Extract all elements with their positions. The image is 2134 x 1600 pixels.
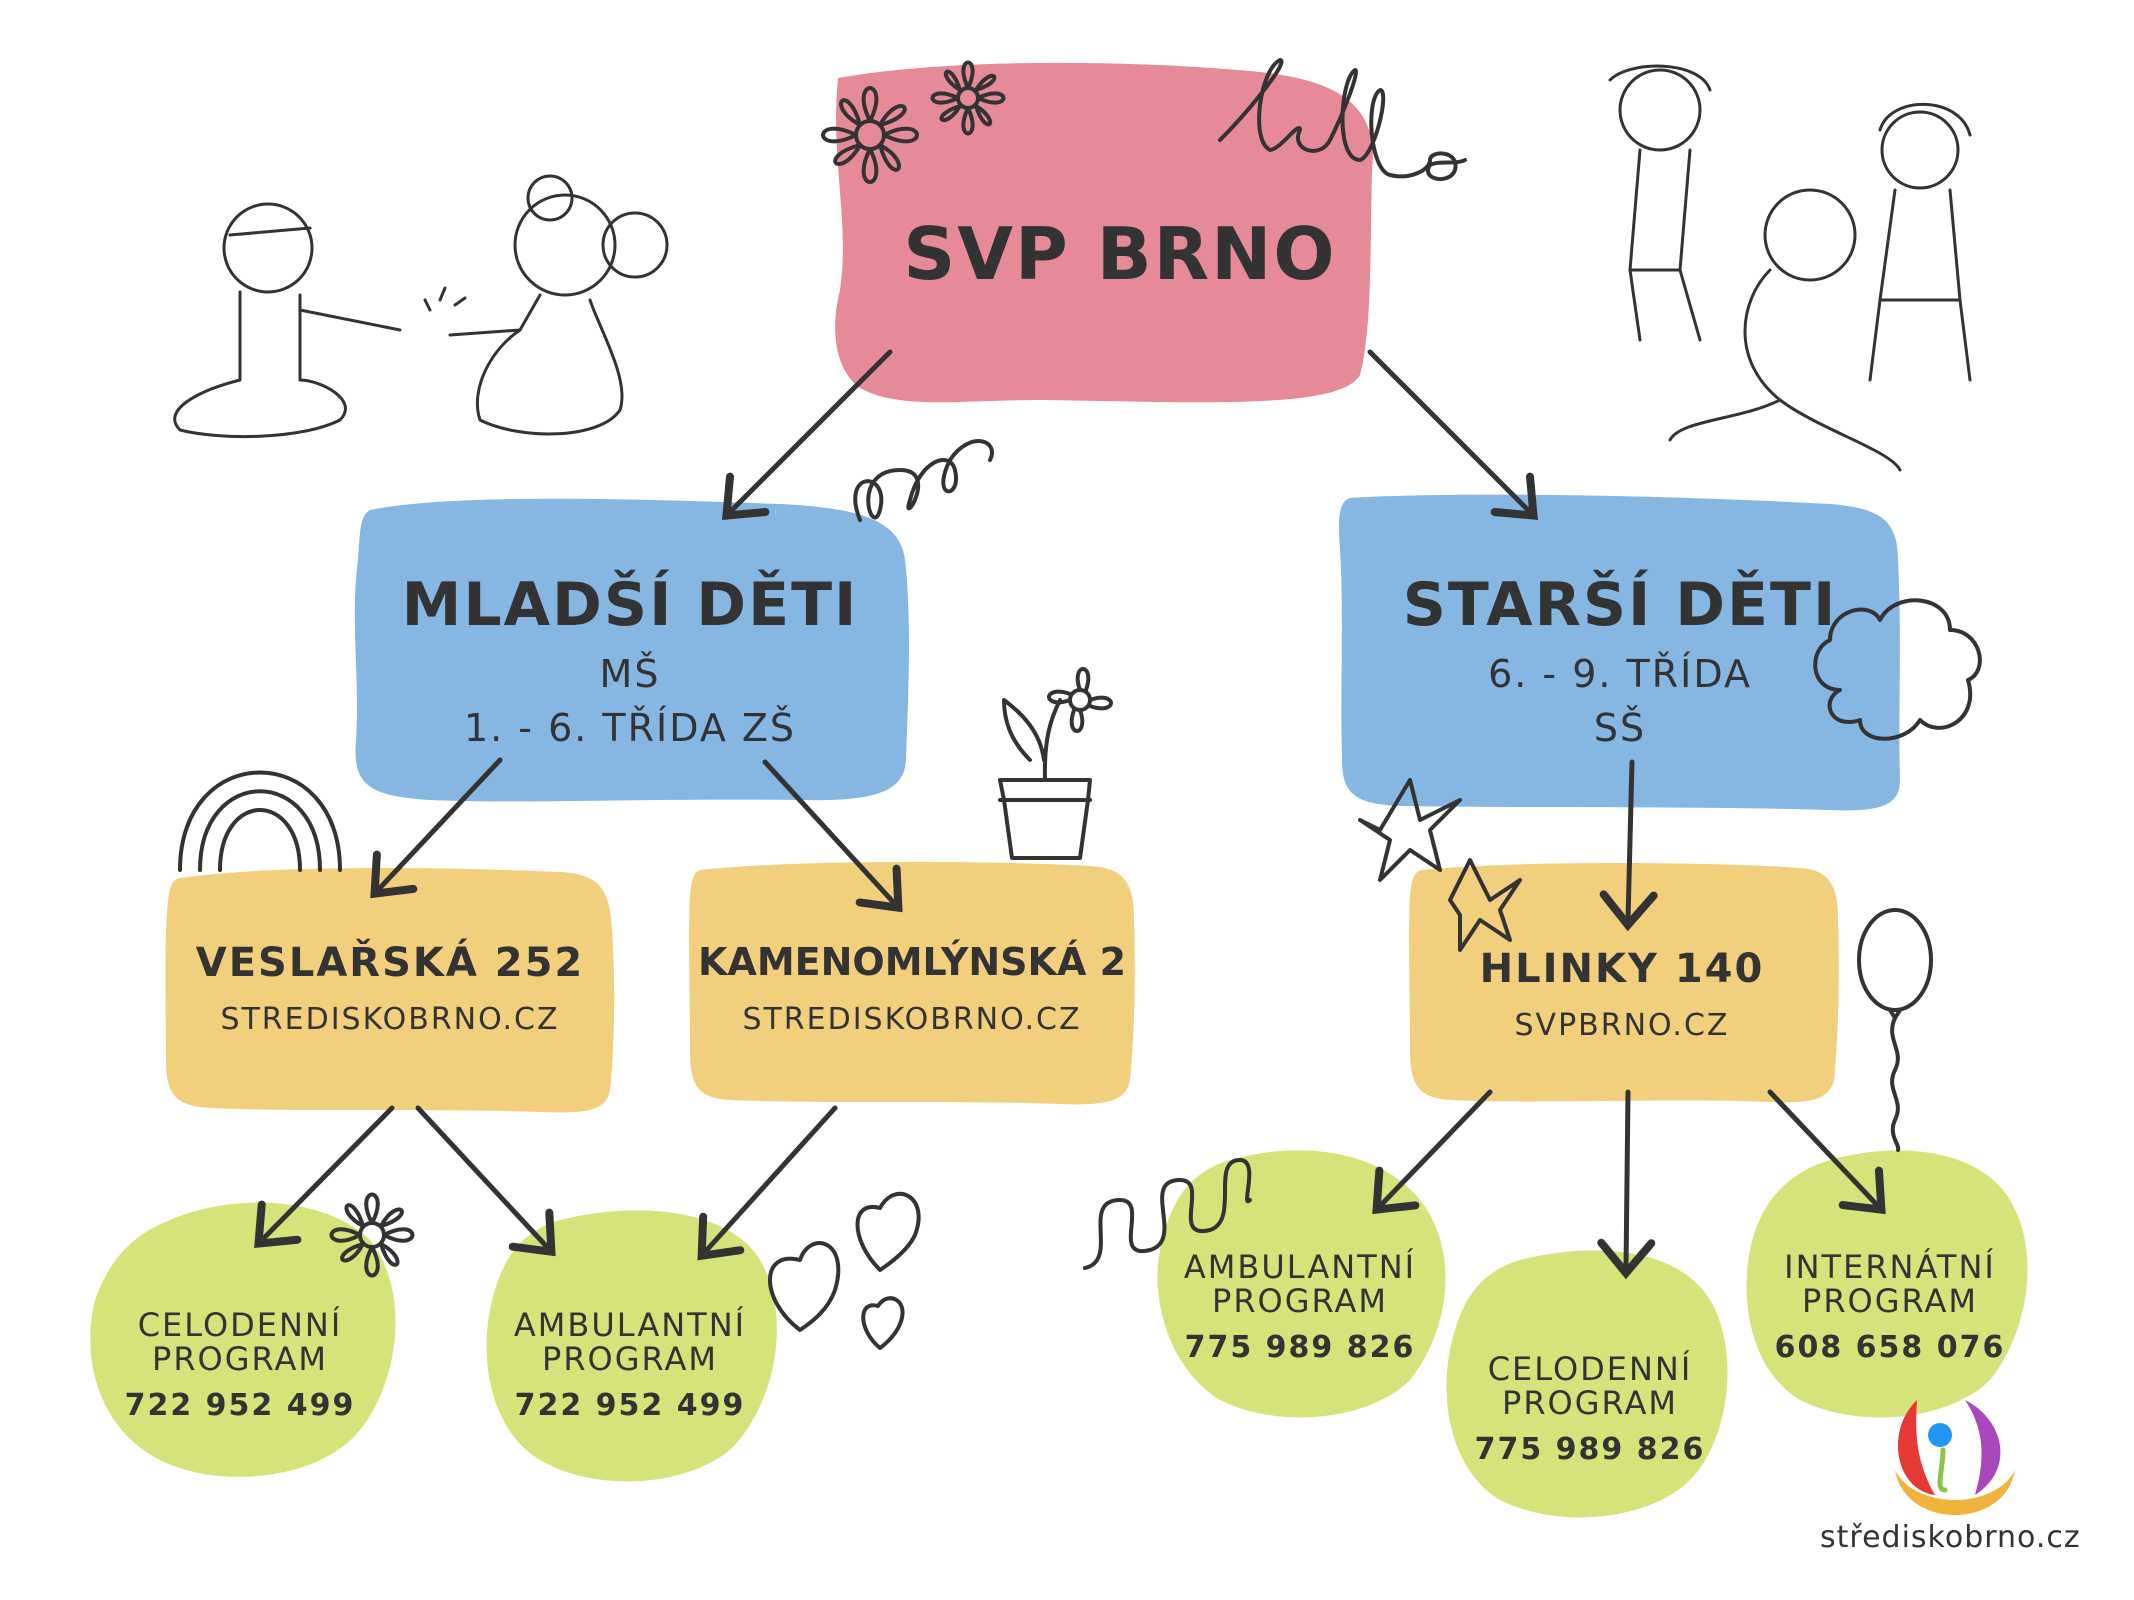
location-node-shape-2 — [1409, 863, 1839, 1103]
zigzag-icon — [1083, 1158, 1252, 1270]
program-label-1-line1: AMBULANTNÍ — [513, 1306, 747, 1344]
program-label-1-line2: PROGRAM — [542, 1340, 718, 1378]
branch-node-shape-old — [1339, 494, 1900, 811]
program-node-shape-1 — [486, 1210, 777, 1482]
program-label-2-line1: AMBULANTNÍ — [1183, 1248, 1417, 1286]
program-phone-2: 775 989 826 — [1184, 1330, 1416, 1365]
heart-icon — [855, 1191, 921, 1272]
branch-node-shape-young — [354, 498, 909, 802]
balloon-icon — [1857, 908, 1933, 1152]
arrow-hlinky-to-celodenni — [1597, 1089, 1656, 1280]
program-label-4-line1: INTERNÁTNÍ — [1784, 1248, 1996, 1286]
arrow-root-to-old — [1367, 349, 1538, 520]
heart-icon — [768, 1241, 841, 1332]
location-name-1: KAMENOMLÝNSKÁ 2 — [697, 940, 1127, 984]
location-name-0: VESLAŘSKÁ 252 — [195, 940, 585, 986]
potted-flower-icon — [998, 667, 1113, 860]
program-phone-0: 722 952 499 — [124, 1388, 356, 1423]
program-node-shape-4 — [1746, 1150, 2028, 1418]
hello-doodle — [1218, 58, 1467, 182]
arrow-young-to-veslarska — [370, 757, 503, 899]
location-node-shape-1 — [689, 861, 1135, 1105]
location-web-0: STREDISKOBRNO.CZ — [220, 1002, 560, 1037]
star-icon — [1448, 858, 1522, 952]
program-label-2-line2: PROGRAM — [1212, 1282, 1388, 1320]
program-phone-4: 608 658 076 — [1774, 1330, 2006, 1365]
heart-icon — [861, 1296, 905, 1350]
program-label-3-line2: PROGRAM — [1502, 1384, 1678, 1422]
program-label-4-line2: PROGRAM — [1802, 1282, 1978, 1320]
arrow-young-to-kamenomlynska — [762, 759, 903, 913]
root-node-shape — [835, 62, 1373, 403]
location-node-shape-0 — [165, 868, 615, 1113]
arrow-veslarska-to-ambulantni — [415, 1105, 556, 1257]
footer-website[interactable]: střediskobrno.cz — [1820, 1520, 2081, 1555]
branch-line-old-2: SŠ — [1593, 706, 1647, 750]
arrow-hlinky-to-internatni — [1767, 1089, 1886, 1215]
program-label-0-line2: PROGRAM — [152, 1340, 328, 1378]
star-icon — [1358, 778, 1462, 882]
program-node-shape-3 — [1446, 1250, 1728, 1518]
location-name-2: HLINKY 140 — [1479, 946, 1765, 992]
spring-icon — [853, 439, 994, 522]
branch-title-young: MLADŠÍ DĚTI — [401, 570, 859, 640]
logo-icon — [1895, 1400, 2015, 1515]
branch-line-young-2: 1. - 6. TŘÍDA ZŠ — [463, 706, 797, 750]
kids-illustration — [1608, 64, 1972, 472]
branch-title-old: STARŠÍ DĚTI — [1402, 570, 1838, 640]
arrow-root-to-young — [722, 349, 893, 520]
arrow-hlinky-to-ambulantni — [1372, 1089, 1493, 1215]
branch-line-young-1: MŠ — [599, 652, 661, 696]
connectors — [254, 349, 1886, 1280]
program-label-0-line1: CELODENNÍ — [137, 1306, 343, 1344]
location-web-1: STREDISKOBRNO.CZ — [742, 1002, 1082, 1037]
arrow-kamenomlynska-to-ambulantni — [697, 1105, 838, 1261]
program-label-3-line1: CELODENNÍ — [1487, 1350, 1693, 1388]
flower-icon — [930, 60, 1006, 136]
program-phone-3: 775 989 826 — [1474, 1432, 1706, 1467]
location-web-2: SVPBRNO.CZ — [1514, 1008, 1730, 1043]
root-title: SVP BRNO — [903, 212, 1337, 296]
branch-line-old-1: 6. - 9. TŘÍDA — [1488, 652, 1752, 696]
flower-icon — [329, 1192, 415, 1278]
arrow-veslarska-to-celodenni — [254, 1105, 395, 1249]
arrow-old-to-hlinky — [1599, 759, 1658, 932]
program-node-shape-2 — [1157, 1150, 1446, 1418]
flower-icon — [821, 86, 919, 184]
rainbow-icon — [178, 770, 342, 872]
program-node-shape-0 — [90, 1202, 396, 1477]
cloud-icon — [1813, 598, 1982, 741]
kids-illustration — [173, 174, 669, 439]
program-phone-1: 722 952 499 — [514, 1388, 746, 1423]
